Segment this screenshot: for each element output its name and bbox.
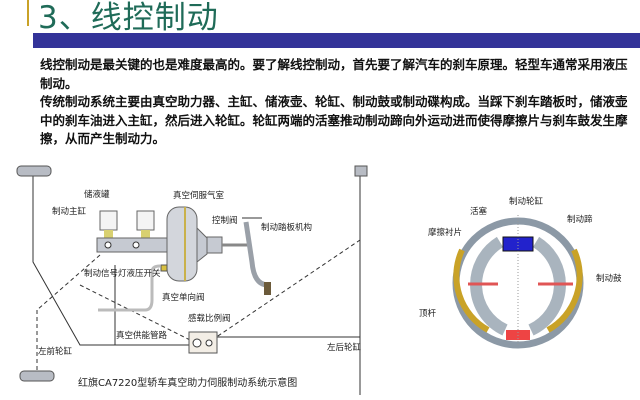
label-proportion-valve: 感载比例阀 (188, 313, 231, 324)
label-reservoir: 储液罐 (84, 189, 110, 200)
label-shoe: 制动蹄 (567, 214, 593, 225)
left-rear-wheel-cylinder (19, 370, 55, 382)
control-valve (206, 236, 223, 254)
drum-brake-diagram: 制动轮缸 活塞 制动蹄 摩擦衬片 制动鼓 顶杆 (419, 196, 622, 349)
left-front-wheel-cylinder (16, 165, 52, 177)
paragraph-1: 线控制动是最关键的也是难度最高的。要了解线控制动，首先要了解汽车的刹车原理。轻型… (40, 57, 628, 91)
vacuum-servo-brake-diagram: 储液罐 制动主缸 真空伺服气室 控制阀 制动踏板机构 制动信号灯液压开关 真空单… (16, 165, 368, 395)
label-drum: 制动鼓 (596, 273, 622, 284)
label-check-valve: 真空单向阀 (162, 292, 205, 303)
right-wheel-cylinder (354, 165, 368, 177)
label-left-rear: 左后轮缸 (327, 342, 362, 353)
header-band (33, 33, 640, 48)
front-brake-line (32, 176, 205, 346)
label-control-valve: 控制阀 (212, 215, 238, 226)
friction-lining-right (546, 248, 583, 333)
label-master-cylinder: 制动主缸 (52, 206, 87, 217)
body-text: 线控制动是最关键的也是难度最高的。要了解线控制动，首先要了解汽车的刹车原理。轻型… (40, 56, 630, 149)
proportioning-valve (188, 331, 218, 354)
label-signal-switch: 制动信号灯液压开关 (84, 268, 161, 279)
brake-shoe-left (470, 236, 508, 336)
label-push-rod: 顶杆 (419, 308, 437, 319)
diagram-caption: 红旗CA7220型轿车真空助力伺服制动系统示意图 (78, 376, 297, 389)
label-lining: 摩擦衬片 (428, 227, 462, 238)
brake-shoe-right (528, 236, 566, 336)
label-piston: 活塞 (470, 206, 488, 217)
label-vacuum-pipe: 真空供能管路 (116, 330, 168, 341)
label-booster-chamber: 真空伺服气室 (173, 190, 225, 201)
title-accent-bar (27, 0, 29, 26)
label-wheel-cylinder: 制动轮缸 (509, 196, 544, 207)
paragraph-2: 传统制动系统主要由真空助力器、主缸、储液壶、轮缸、制动鼓或制动碟构成。当踩下刹车… (40, 94, 628, 146)
reservoir-2 (136, 210, 155, 231)
label-signal-switch-text: 制动信号灯液压开关 (84, 268, 161, 279)
slide-title: 3、线控制动 (38, 0, 219, 36)
vacuum-booster (166, 206, 198, 282)
label-pedal: 制动踏板机构 (261, 222, 312, 233)
label-left-front: 左前轮缸 (38, 346, 73, 357)
reservoir-1 (99, 210, 118, 231)
friction-lining-left (453, 248, 490, 333)
